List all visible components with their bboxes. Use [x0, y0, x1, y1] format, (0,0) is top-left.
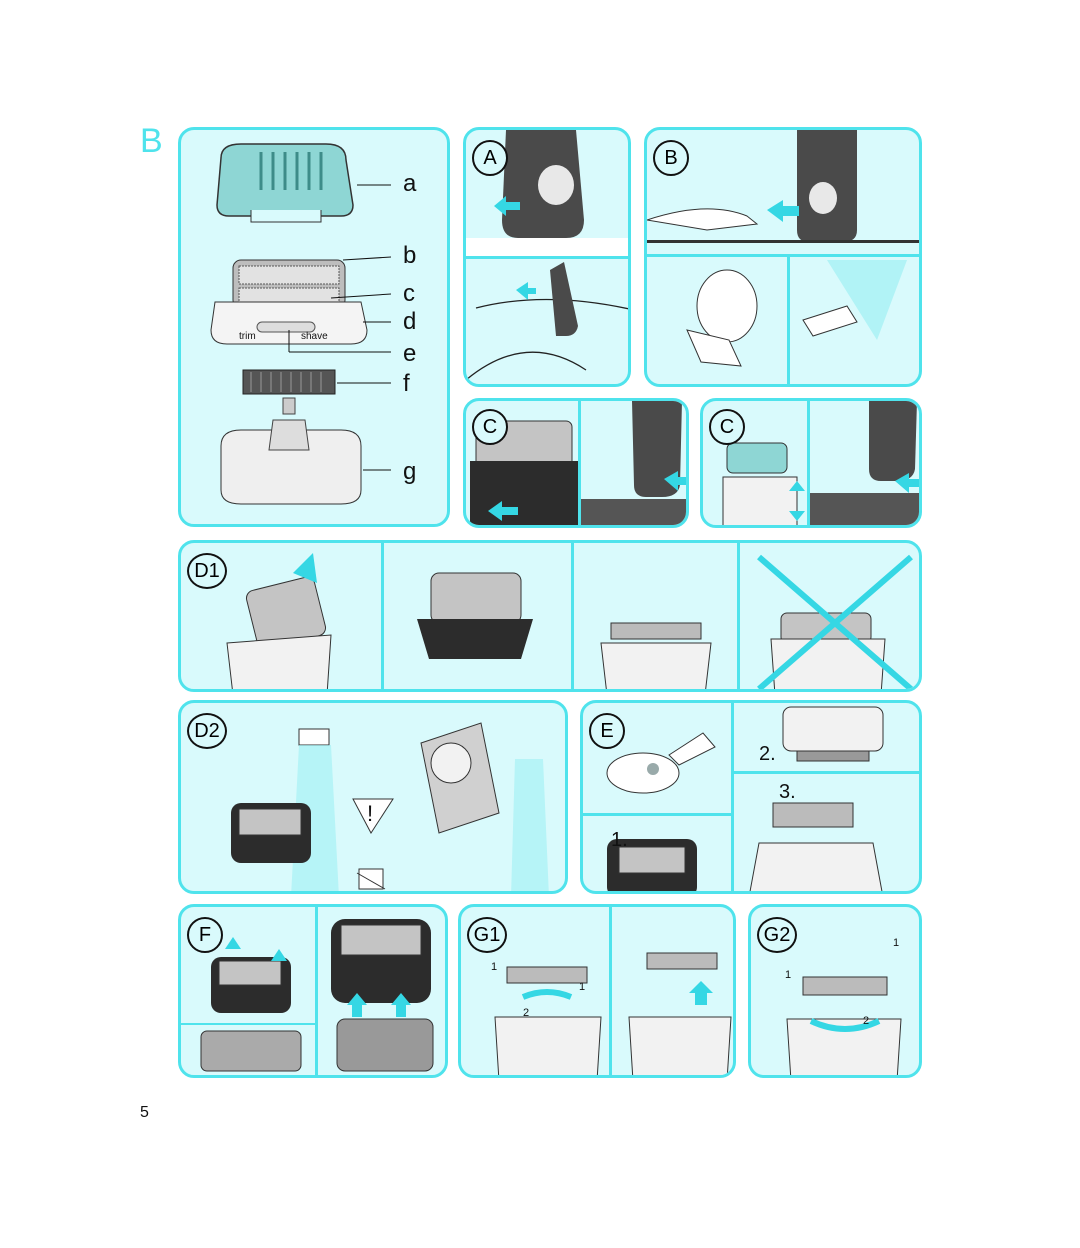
step-g2-2: 2	[863, 1015, 870, 1027]
panel-e-illustration	[583, 703, 919, 891]
panel-d2-illustration	[231, 722, 549, 891]
part-g-label: g	[403, 458, 417, 485]
section-letter: B	[140, 122, 163, 160]
step-g1-2: 2	[523, 1007, 530, 1019]
step-e-3: 3.	[779, 781, 796, 803]
part-b-label: b	[403, 242, 417, 269]
panel-b: B	[644, 127, 922, 387]
step-e-2: 2.	[759, 743, 776, 765]
part-f-label: f	[403, 370, 410, 397]
step-g2-1a: 1	[893, 937, 900, 949]
panel-c2-label: C	[709, 409, 745, 445]
panel-f: F	[178, 904, 448, 1078]
switch-trim-label: trim	[239, 331, 256, 342]
panel-d1-label: D1	[187, 553, 227, 589]
panel-b-illustration	[647, 130, 919, 384]
panel-g1: G1 1 1 2	[458, 904, 736, 1078]
panel-a-label: A	[472, 140, 508, 176]
step-g2-1b: 1	[785, 969, 792, 981]
panel-d1: D1	[178, 540, 922, 692]
panel-d2-label: D2	[187, 713, 227, 749]
step-e-1: 1.	[611, 829, 628, 851]
panel-g2: G2 1 1 2	[748, 904, 922, 1078]
parts-overview-panel: trim shave a b c d e f g	[178, 127, 450, 527]
panel-d2: D2 !	[178, 700, 568, 894]
panel-f-illustration	[181, 907, 434, 1075]
panel-c2-illustration	[722, 401, 919, 525]
panel-g2-label: G2	[757, 917, 797, 953]
panel-a-illustration	[466, 130, 628, 381]
panel-e: E 2. 3. 1.	[580, 700, 922, 894]
panel-g2-illustration	[786, 976, 902, 1075]
panel-f-label: F	[187, 917, 223, 953]
panel-b-label: B	[653, 140, 689, 176]
part-c-label: c	[403, 280, 415, 307]
part-d-label: d	[403, 308, 417, 335]
panel-g1-label: G1	[467, 917, 507, 953]
part-a-label: a	[403, 170, 417, 197]
panel-d1-illustration	[226, 543, 913, 689]
page-number: 5	[140, 1104, 149, 1121]
panel-c1-label: C	[472, 409, 508, 445]
panel-g1-illustration	[494, 907, 732, 1075]
panel-c2: C	[700, 398, 922, 528]
parts-illustration	[210, 143, 392, 505]
step-g1-1a: 1	[491, 961, 498, 973]
panel-e-label: E	[589, 713, 625, 749]
step-g1-1b: 1	[579, 981, 586, 993]
panel-c1-illustration	[470, 401, 686, 525]
panel-a: A	[463, 127, 631, 387]
panel-c1: C	[463, 398, 689, 528]
part-e-label: e	[403, 340, 417, 367]
warning-symbol: !	[367, 801, 374, 826]
switch-shave-label: shave	[301, 331, 328, 342]
